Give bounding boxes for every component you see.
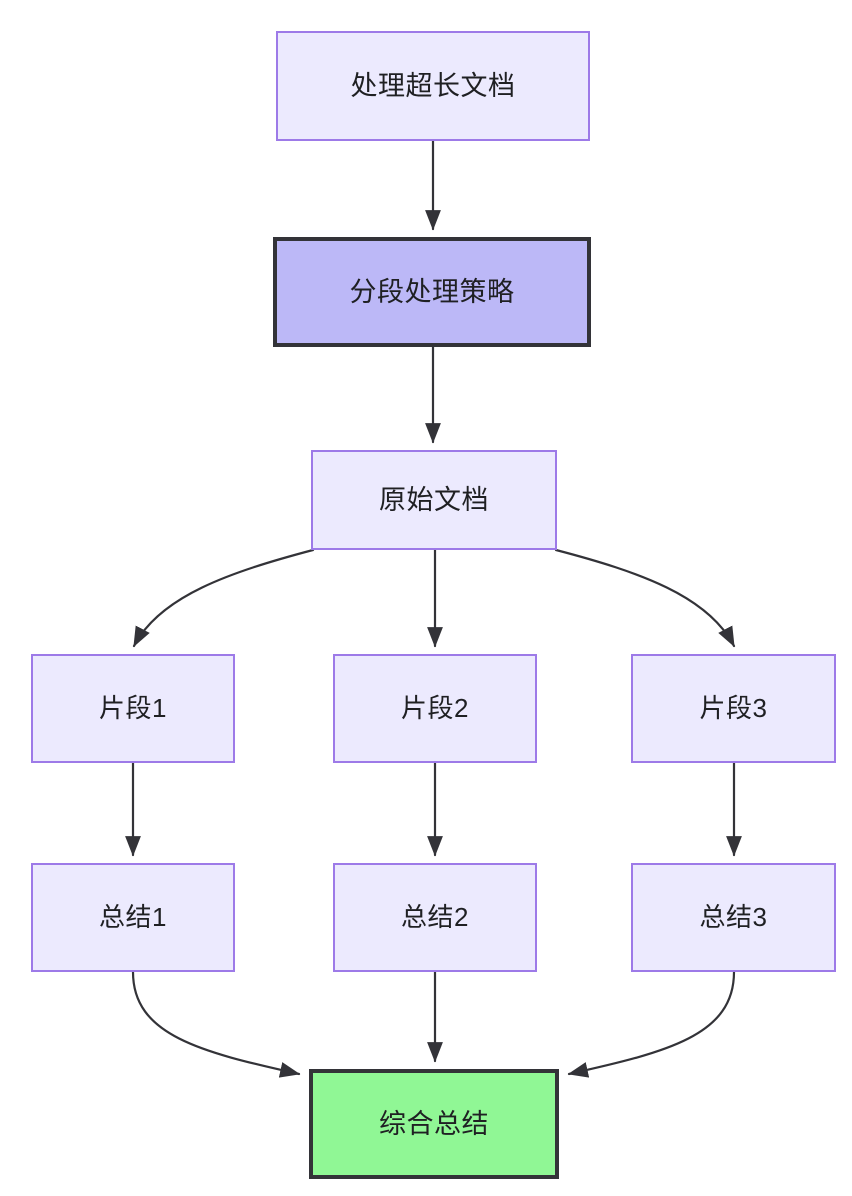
node-label: 处理超长文档 xyxy=(350,70,516,101)
flow-edge-n3-to-n6 xyxy=(554,548,736,648)
node-label: 分段处理策略 xyxy=(349,276,515,307)
node-fragment-1[interactable]: 片段1 xyxy=(31,654,235,763)
node-process-long-document[interactable]: 处理超长文档 xyxy=(276,31,590,141)
node-label: 片段1 xyxy=(99,692,167,723)
node-label: 总结3 xyxy=(699,901,768,932)
flow-edge-n3-to-n4 xyxy=(132,548,315,648)
node-label: 总结2 xyxy=(401,901,469,932)
node-summary-2[interactable]: 总结2 xyxy=(333,863,537,972)
node-summary-3[interactable]: 总结3 xyxy=(631,863,836,972)
node-label: 综合总结 xyxy=(379,1108,489,1139)
node-fragment-3[interactable]: 片段3 xyxy=(631,654,836,763)
node-chunking-strategy[interactable]: 分段处理策略 xyxy=(273,237,591,347)
node-label: 片段3 xyxy=(699,692,768,723)
node-label: 片段2 xyxy=(401,692,469,723)
flow-edge-n9-to-n10 xyxy=(567,970,736,1078)
node-original-document[interactable]: 原始文档 xyxy=(311,450,557,550)
flow-edge-n7-to-n10 xyxy=(131,970,301,1078)
node-fragment-2[interactable]: 片段2 xyxy=(333,654,537,763)
node-label: 原始文档 xyxy=(379,484,489,515)
node-label: 总结1 xyxy=(99,901,167,932)
node-final-summary[interactable]: 综合总结 xyxy=(309,1069,559,1179)
node-summary-1[interactable]: 总结1 xyxy=(31,863,235,972)
